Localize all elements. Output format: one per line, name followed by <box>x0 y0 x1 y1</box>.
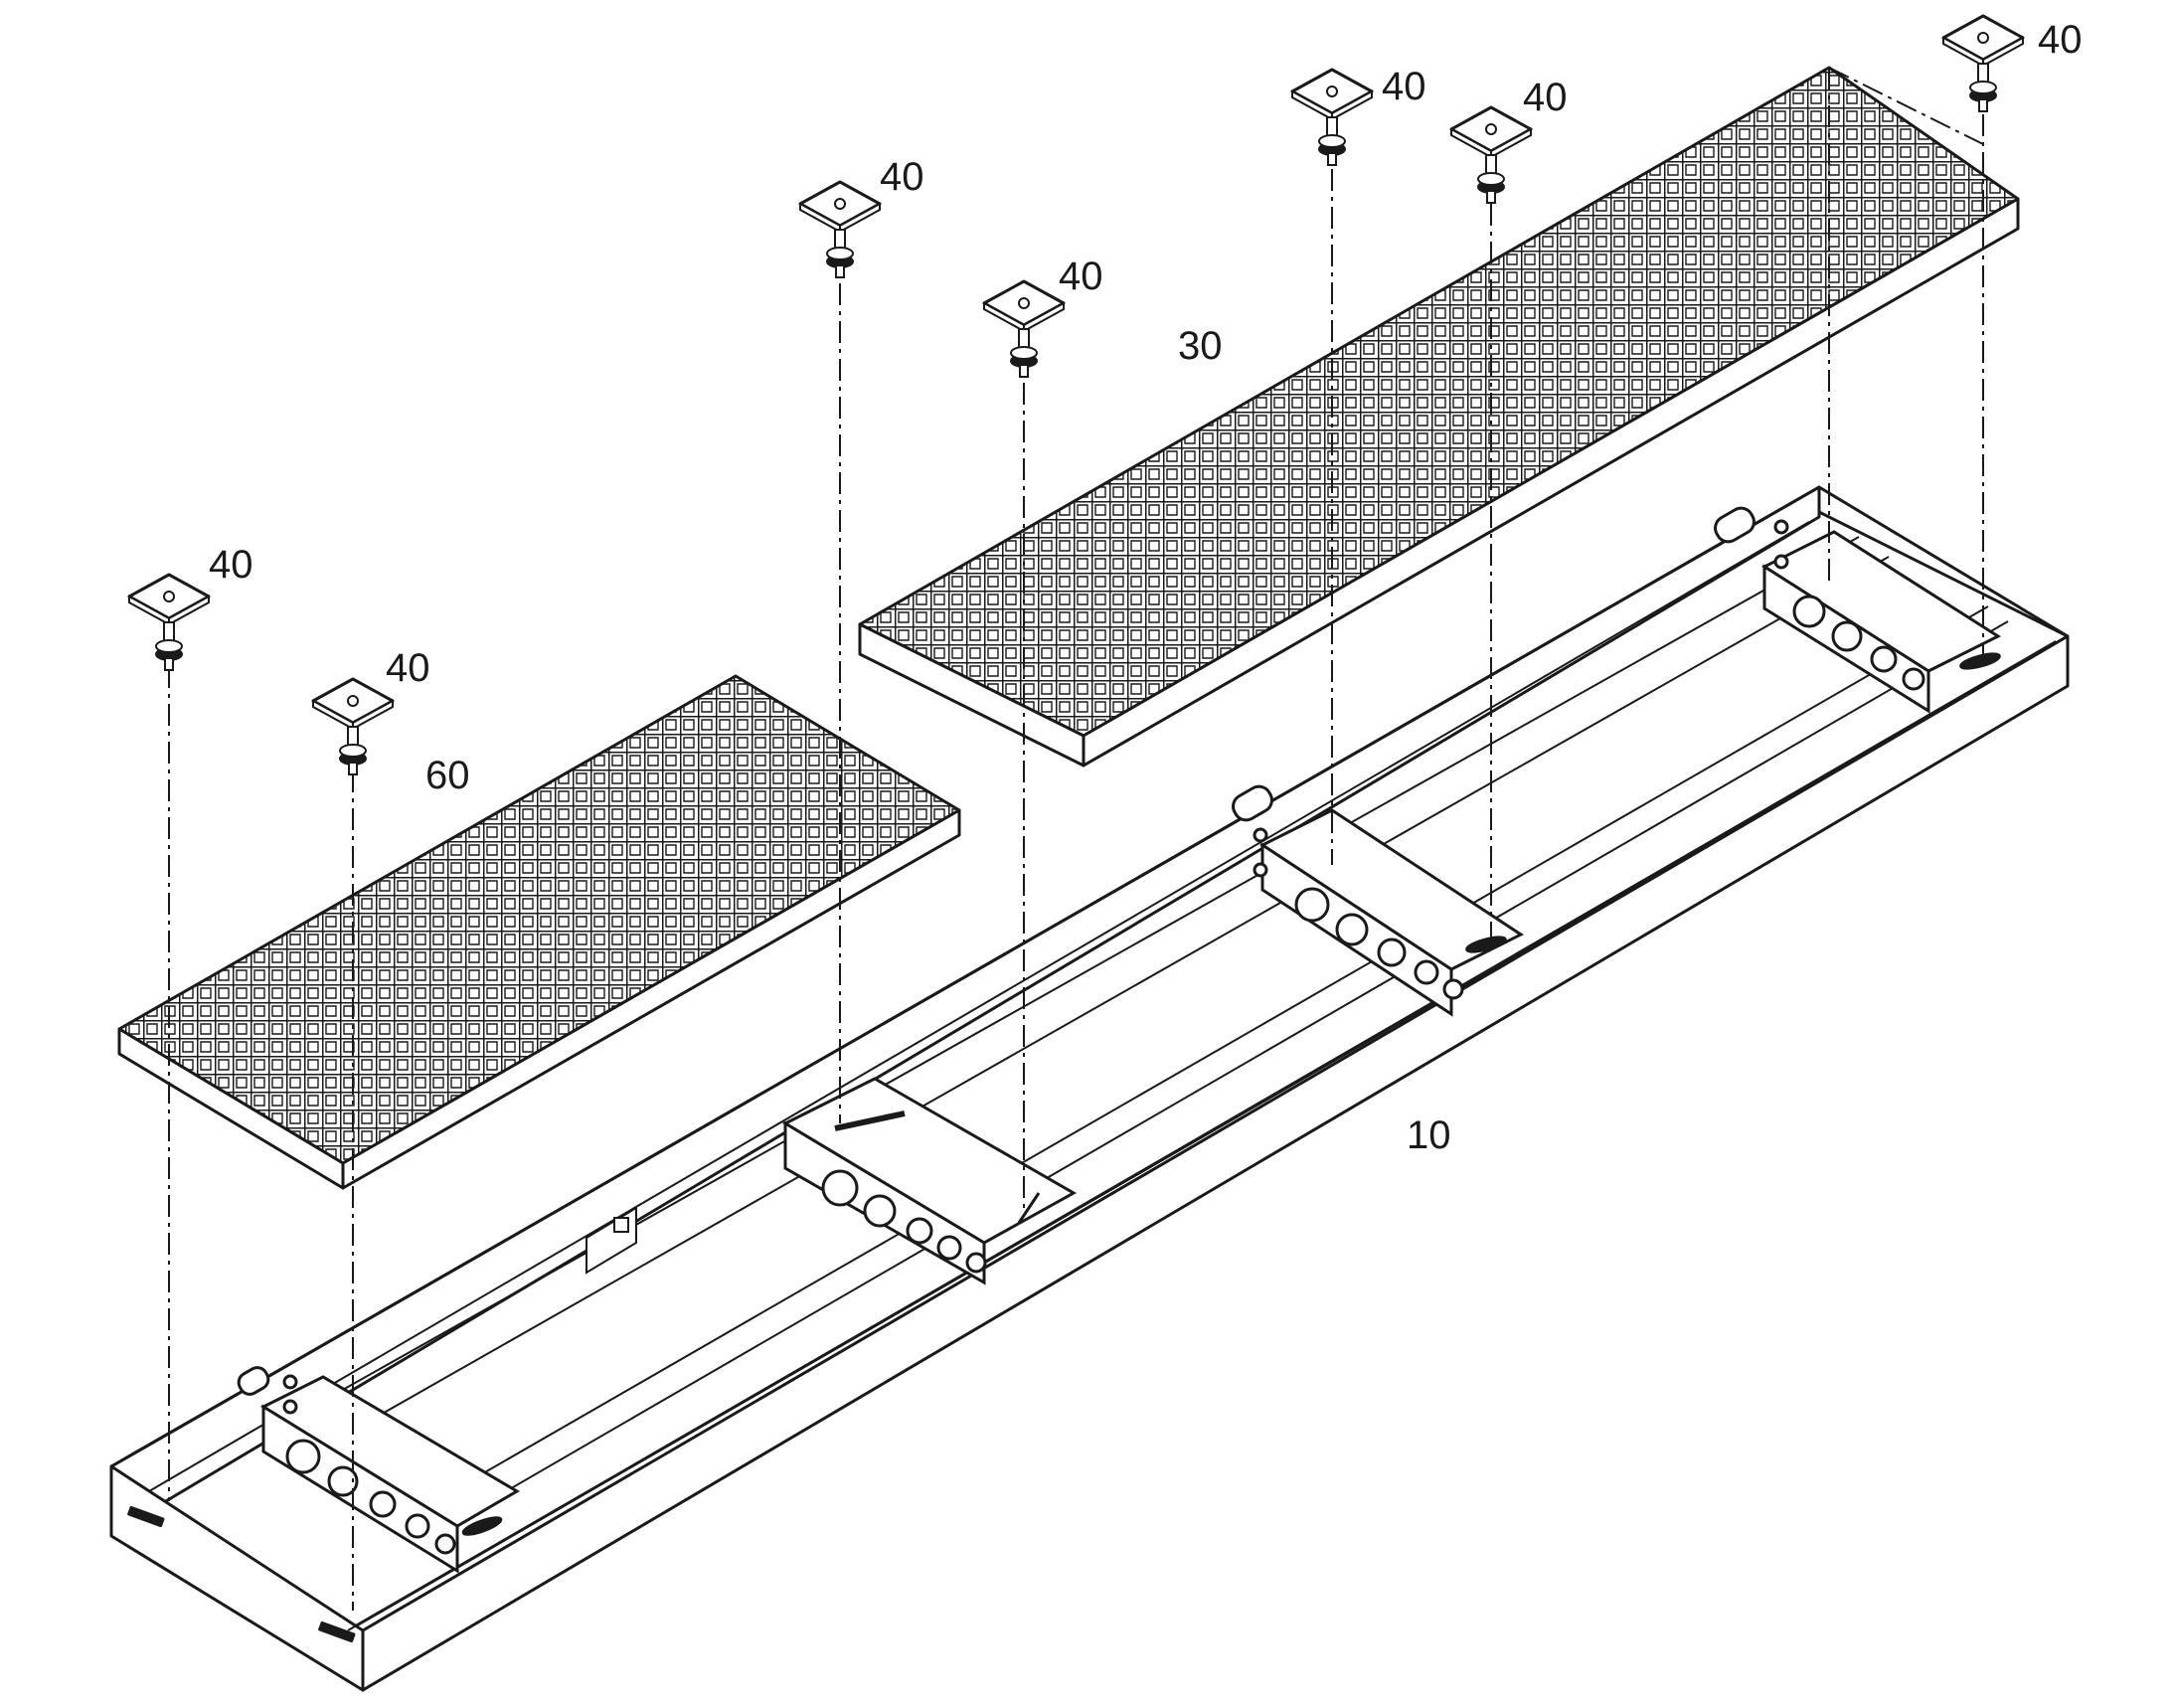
label-fastener-5: 40 <box>1382 65 1426 108</box>
trough-housing <box>109 485 2070 1692</box>
clamp-fastener-icon <box>1941 14 2025 112</box>
label-fastener-3: 40 <box>880 155 924 199</box>
label-fastener-4: 40 <box>1059 255 1103 298</box>
fastener-group <box>127 14 2025 775</box>
grate-small <box>117 674 961 1190</box>
label-grate-large: 30 <box>1178 324 1223 368</box>
grate-large <box>858 66 2020 768</box>
label-fastener-2: 40 <box>386 646 430 690</box>
clamp-fastener-icon <box>1449 105 1533 204</box>
label-fastener-7: 40 <box>2038 18 2083 62</box>
label-fastener-6: 40 <box>1523 76 1568 119</box>
clamp-fastener-icon <box>311 677 395 775</box>
clamp-fastener-icon <box>982 279 1066 378</box>
cross-bracket-middle <box>781 1077 1078 1285</box>
label-grate-small: 60 <box>425 754 470 797</box>
clamp-fastener-icon <box>1290 68 1374 166</box>
cross-bracket-center <box>1232 784 1524 1017</box>
assembly-centerlines <box>168 67 1984 1611</box>
clamp-fastener-icon <box>127 573 211 671</box>
cross-bracket-right <box>1714 506 2002 714</box>
cross-bracket-left <box>237 1366 520 1574</box>
clamp-fastener-icon <box>798 180 882 278</box>
type-plate <box>585 1206 637 1275</box>
label-trough: 10 <box>1407 1113 1451 1157</box>
label-fastener-1: 40 <box>209 543 253 587</box>
